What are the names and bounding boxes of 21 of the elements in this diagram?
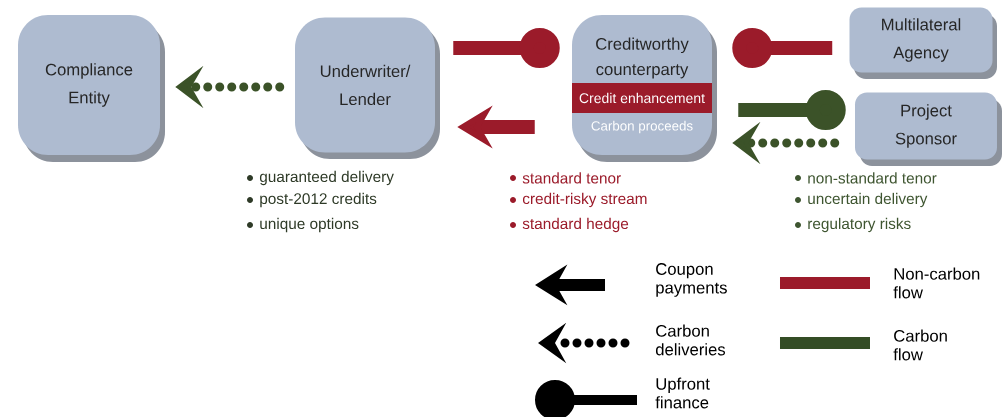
finance-connector [738, 90, 846, 130]
bullet-item: uncertain delivery [795, 192, 928, 208]
finance-connector [453, 28, 560, 68]
entity-box: Multilateral Agency [849, 7, 997, 79]
legend-label: Non-carbon flow [893, 267, 980, 299]
entity-box: Underwriter/ Lender [295, 17, 440, 159]
legend-label: Coupon payments [656, 263, 727, 297]
bullet-item: standard tenor [510, 172, 621, 184]
legend-label: Carbon deliveries [655, 324, 726, 356]
bullet-item: post-2012 credits [247, 192, 377, 208]
bullet-item: non-standard tenor [795, 172, 937, 184]
entity-box: Project Sponsor [855, 92, 1002, 166]
bullet-item: credit-risky stream [510, 192, 647, 208]
bullet-item: standard hedge [510, 217, 629, 233]
finance-connector [732, 28, 833, 68]
legend-label: Upfront finance [655, 377, 710, 409]
legend-label: Carbon flow [893, 329, 947, 361]
bullet-item: guaranteed delivery [247, 170, 394, 186]
bullet-item: unique options [247, 217, 359, 233]
entity-box: Compliance Entity [18, 15, 165, 162]
bullet-item: regulatory risks [795, 217, 911, 233]
